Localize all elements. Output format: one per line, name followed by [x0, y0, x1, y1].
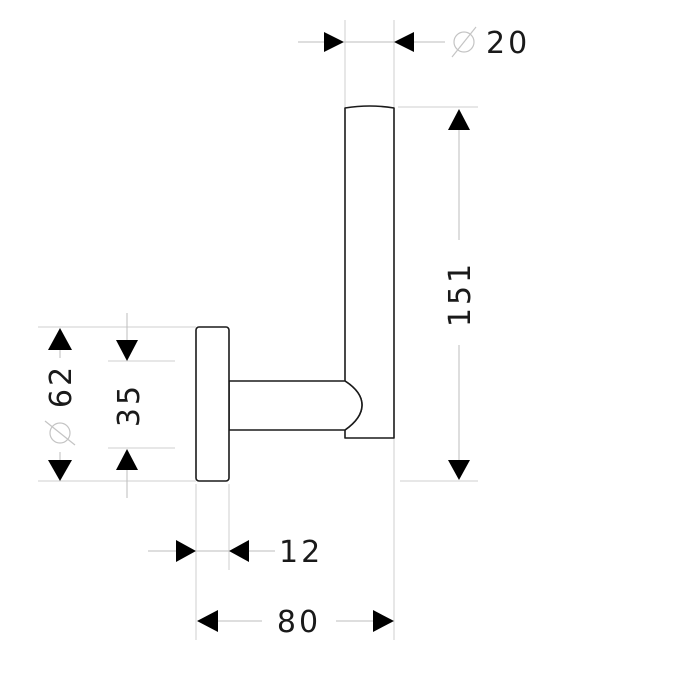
arrow-left-icon — [394, 32, 414, 52]
arrow-up-icon — [448, 109, 470, 130]
arrowheads — [48, 32, 470, 632]
rosette-diameter-value: 62 — [44, 364, 79, 408]
arrow-down-icon — [48, 460, 72, 481]
arrow-right-icon — [373, 610, 394, 632]
height-value: 151 — [443, 261, 478, 327]
dimension-arm-height: 35 — [112, 383, 147, 427]
arrow-down-icon — [116, 340, 138, 361]
extension-lines — [38, 20, 478, 640]
wall-rosette — [195, 326, 230, 482]
diameter-icon — [451, 26, 477, 58]
arrow-left-icon — [197, 610, 218, 632]
dimension-rosette-diameter: 62 — [44, 364, 79, 446]
arrow-left-icon — [229, 540, 249, 562]
arrow-right-icon — [176, 540, 196, 562]
dimension-height: 151 — [443, 261, 478, 327]
diameter-icon — [44, 420, 76, 446]
arrow-up-icon — [48, 328, 72, 350]
arrow-down-icon — [448, 460, 470, 480]
dimension-rosette-thickness: 12 — [279, 535, 323, 570]
paper-holder-outline — [195, 105, 395, 482]
arrow-up-icon — [116, 449, 138, 470]
dimension-lines — [59, 41, 460, 622]
tube-diameter-value: 20 — [486, 26, 530, 61]
arm-height-value: 35 — [112, 383, 147, 427]
dimension-projection: 80 — [277, 605, 321, 640]
projection-value: 80 — [277, 605, 321, 640]
rosette-thickness-value: 12 — [279, 535, 323, 570]
arrow-right-icon — [324, 32, 344, 52]
horizontal-arm — [228, 380, 363, 431]
dimension-tube-diameter: 20 — [451, 26, 530, 61]
